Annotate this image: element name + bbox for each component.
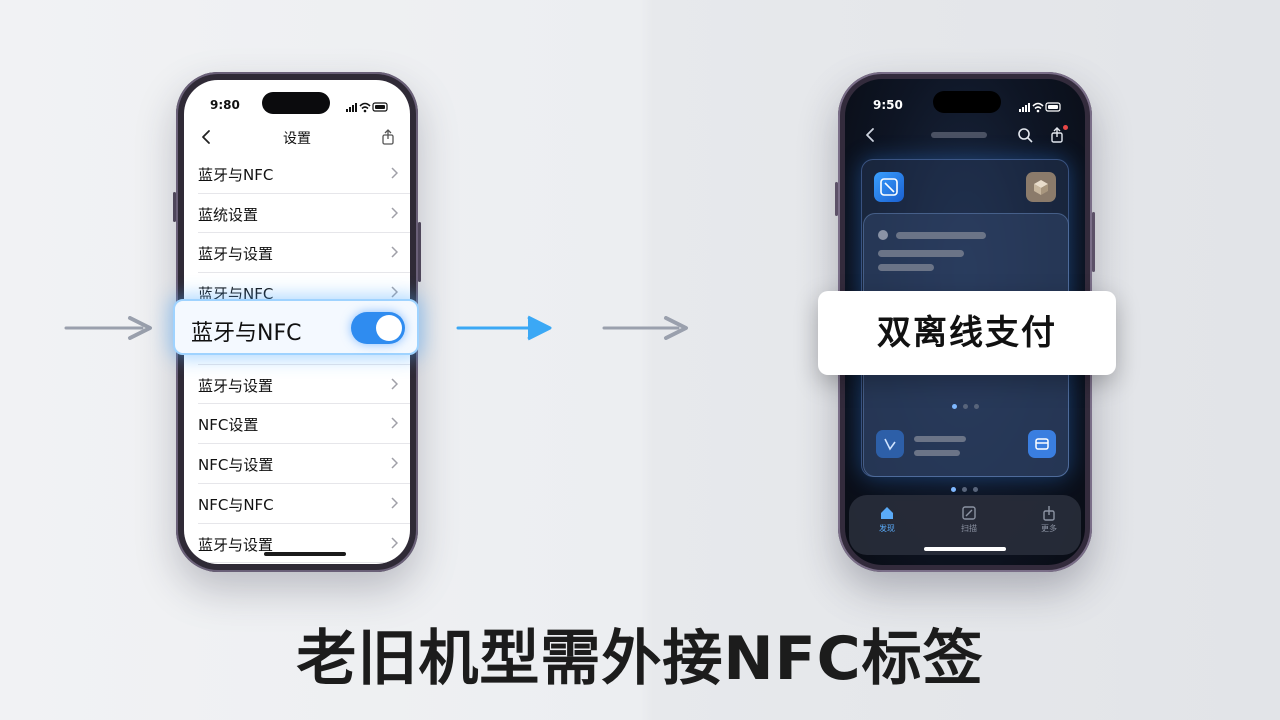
toggle-knob (376, 315, 402, 341)
share-icon[interactable] (380, 128, 396, 146)
tab-label: 更多 (1041, 524, 1057, 533)
tab-more[interactable]: 更多 (1029, 505, 1069, 534)
tab-label: 发现 (879, 524, 895, 533)
chevron-right-icon (391, 246, 398, 258)
list-item-label: 蓝牙与设置 (198, 376, 274, 395)
chevron-left-icon[interactable] (863, 127, 877, 147)
nfc-toggle-label: 蓝牙与NFC (191, 321, 302, 346)
list-item-spacer (198, 313, 410, 365)
list-item-label: NFC设置 (198, 416, 259, 435)
status-bar: 9:80 (184, 80, 410, 124)
chevron-left-icon[interactable] (198, 128, 214, 146)
share-icon (1043, 506, 1055, 521)
status-icons (1019, 98, 1063, 117)
app-icon[interactable] (874, 172, 904, 202)
arrow-right-icon (64, 316, 156, 340)
status-time: 9:50 (873, 98, 903, 112)
skeleton-line (914, 450, 960, 456)
nav-bar: 设置 (184, 124, 410, 152)
chevron-right-icon (391, 207, 398, 219)
arrow-right-icon (602, 316, 692, 340)
chevron-right-icon (391, 378, 398, 390)
chevron-right-icon (391, 457, 398, 469)
list-item[interactable]: NFC设置 (198, 404, 410, 445)
nfc-toggle-switch[interactable] (351, 312, 405, 344)
card-icon[interactable] (1028, 430, 1056, 458)
search-icon[interactable] (1017, 127, 1033, 147)
tab-scan[interactable]: 扫描 (949, 505, 989, 534)
chevron-right-icon (391, 167, 398, 179)
notification-dot (1063, 125, 1068, 130)
chevron-right-icon (391, 417, 398, 429)
list-item-label: 蓝牙与NFC (198, 166, 274, 184)
list-item[interactable]: 蓝统设置 (198, 194, 410, 234)
page-caption: 老旧机型需外接NFC标签 (296, 624, 984, 694)
list-item-label: 蓝牙与设置 (198, 245, 274, 264)
tab-bar: 发现 扫描 更多 (849, 495, 1081, 555)
chevron-right-icon (391, 536, 398, 549)
nfc-toggle-row[interactable]: 蓝牙与NFC (173, 299, 419, 355)
list-item-label: 蓝牙与NFC (198, 285, 274, 304)
arrow-right-icon (456, 314, 556, 341)
list-item[interactable]: 蓝牙与设置 (198, 524, 410, 564)
list-item[interactable]: NFC与设置 (198, 444, 410, 484)
list-item[interactable]: 蓝牙与设置 (198, 233, 410, 274)
callout-text: 双离线支付 (877, 313, 1057, 353)
status-icons (346, 98, 390, 117)
list-item[interactable]: NFC与NFC (198, 484, 410, 524)
dynamic-island (262, 92, 330, 114)
settings-list: 蓝牙与NFC 蓝统设置 蓝牙与设置 蓝牙与NFC 蓝牙与设置 NFC设置 NFC… (184, 154, 410, 564)
offline-payment-callout: 双离线支付 (818, 291, 1116, 375)
list-item[interactable]: 蓝牙与设置 (198, 365, 410, 405)
list-item[interactable]: 蓝牙与NFC (198, 154, 410, 194)
volume-button (835, 182, 838, 216)
list-item-label: NFC与设置 (198, 456, 274, 475)
home-indicator (924, 547, 1006, 551)
list-item-label: 蓝统设置 (198, 205, 259, 224)
home-indicator (264, 552, 346, 556)
nav-title-placeholder (931, 132, 987, 138)
scan-icon (962, 506, 976, 520)
tab-discover[interactable]: 发现 (867, 505, 907, 534)
home-icon (881, 507, 893, 519)
skeleton-line (896, 232, 986, 239)
status-time: 9:80 (210, 98, 240, 112)
card-page-dots (952, 404, 979, 409)
power-button (1092, 212, 1095, 272)
share-icon[interactable] (1049, 126, 1065, 148)
list-item-label: NFC与NFC (198, 495, 274, 514)
chevron-right-icon (391, 497, 398, 509)
page-title: 设置 (283, 131, 311, 147)
volume-button (173, 192, 176, 222)
skeleton-line (878, 264, 934, 271)
tab-label: 扫描 (961, 524, 977, 533)
avatar (878, 230, 888, 240)
skeleton-line (878, 250, 964, 257)
chevron-right-icon (391, 286, 398, 298)
list-item-label: 蓝牙与设置 (198, 535, 274, 554)
send-icon[interactable] (876, 430, 904, 458)
box-icon[interactable] (1026, 172, 1056, 202)
dynamic-island (933, 91, 1001, 113)
skeleton-line (914, 436, 966, 442)
page-dots (951, 487, 978, 492)
power-button (418, 222, 421, 282)
